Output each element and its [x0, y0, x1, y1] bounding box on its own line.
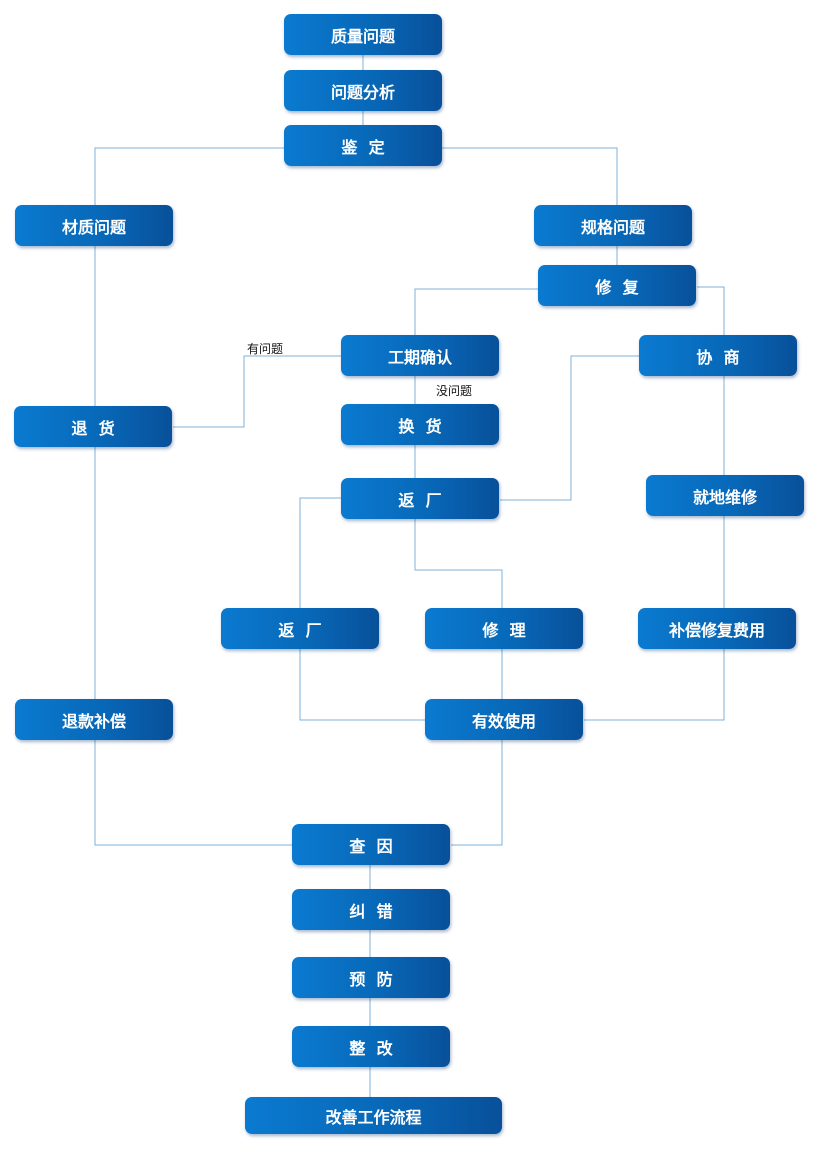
- connector-appraisal-to-material: [94, 147, 285, 205]
- node-return-factory-1: 返 厂: [341, 478, 499, 519]
- node-material-issue: 材质问题: [15, 205, 173, 246]
- node-problem-analysis: 问题分析: [284, 70, 442, 111]
- node-correct-error: 纠 错: [292, 889, 450, 930]
- node-exchange: 换 货: [341, 404, 499, 445]
- connector-compensate-to-effective-use: [584, 649, 725, 721]
- node-return-goods: 退 货: [14, 406, 172, 447]
- node-quality-issue: 质量问题: [284, 14, 442, 55]
- connector-return-factory-2-to-effective-use: [299, 649, 425, 721]
- node-repair: 修 复: [538, 265, 696, 306]
- connector-appraisal-to-spec: [442, 147, 618, 205]
- connector-refund-to-investigate: [94, 740, 292, 846]
- node-return-factory-2: 返 厂: [221, 608, 379, 649]
- node-prevent: 预 防: [292, 957, 450, 998]
- node-onsite-repair: 就地维修: [646, 475, 804, 516]
- connector-effective-use-to-investigate: [451, 740, 503, 846]
- node-spec-issue: 规格问题: [534, 205, 692, 246]
- edge-label-has-problem: 有问题: [247, 342, 284, 356]
- node-improve-workflow: 改善工作流程: [245, 1097, 502, 1134]
- node-effective-use: 有效使用: [425, 699, 583, 740]
- node-schedule-confirm: 工期确认: [341, 335, 499, 376]
- node-refund-compensation: 退款补偿: [15, 699, 173, 740]
- node-compensate-repair-cost: 补偿修复费用: [638, 608, 796, 649]
- node-negotiate: 协 商: [639, 335, 797, 376]
- connector-return-factory-to-return-factory-2: [299, 497, 341, 608]
- edge-label-no-problem: 没问题: [436, 384, 473, 398]
- node-rectify: 整 改: [292, 1026, 450, 1067]
- connector-repair-to-negotiate: [697, 286, 725, 335]
- node-fix: 修 理: [425, 608, 583, 649]
- node-investigate-cause: 查 因: [292, 824, 450, 865]
- node-appraisal: 鉴 定: [284, 125, 442, 166]
- connector-repair-to-schedule: [414, 288, 538, 335]
- connector-return-factory-to-fix: [414, 519, 503, 608]
- connector-negotiate-to-return-factory: [500, 355, 639, 501]
- connector-schedule-to-return-goods: [173, 355, 341, 428]
